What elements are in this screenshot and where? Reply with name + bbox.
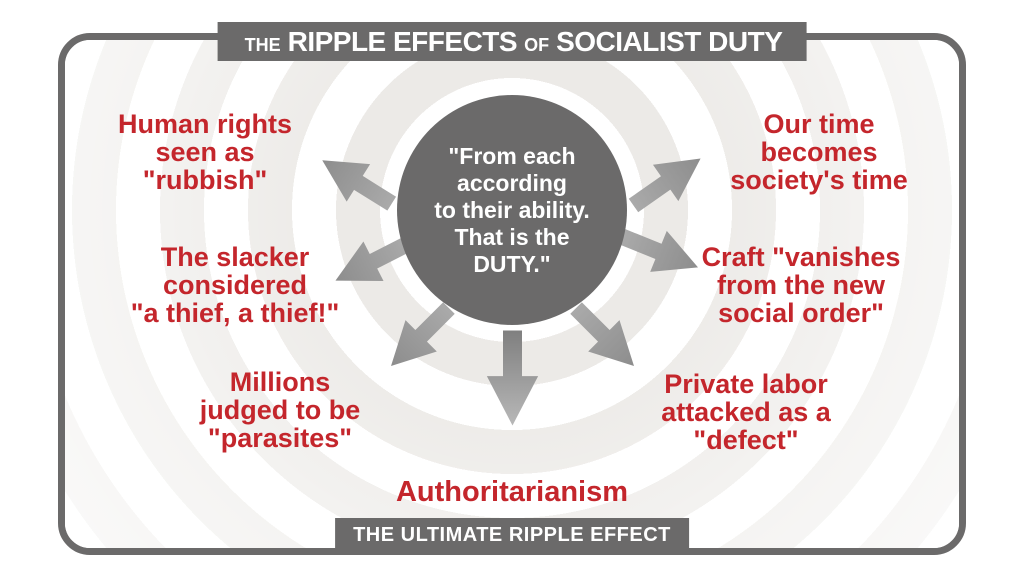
arrow-diagonal-down-right-icon <box>570 302 634 366</box>
title-the: THE <box>244 35 281 55</box>
center-circle: "From each according to their ability. T… <box>397 95 627 325</box>
effect-craft-vanishes: Craft "vanishes from the new social orde… <box>701 242 901 328</box>
effect-authoritarianism: Authoritarianism <box>395 476 629 508</box>
center-quote: "From each according to their ability. T… <box>434 142 590 277</box>
effect-human-rights: Human rights seen as "rubbish" <box>117 109 292 195</box>
diagram-card: "From each according to their ability. T… <box>58 33 966 555</box>
arrow-up-right-icon <box>628 158 701 213</box>
effect-millions-parasites: Millions judged to be "parasites" <box>199 367 361 453</box>
arrow-down-icon <box>486 330 539 426</box>
arrow-up-left-icon <box>322 160 397 211</box>
title-banner: THE RIPPLE EFFECTS OF SOCIALIST DUTY <box>217 22 807 61</box>
footer-label: THE ULTIMATE RIPPLE EFFECT <box>353 524 671 546</box>
effect-societys-time: Our time becomes society's time <box>730 109 908 195</box>
effect-slacker-thief: The slacker considered "a thief, a thief… <box>130 242 340 328</box>
effect-private-labor: Private labor attacked as a "defect" <box>661 369 831 455</box>
arrow-right-icon <box>618 229 699 272</box>
title-socialist-duty: SOCIALIST DUTY <box>556 26 783 57</box>
footer-banner: THE ULTIMATE RIPPLE EFFECT <box>335 518 689 552</box>
title-of: OF <box>524 35 550 55</box>
arrow-down-left-icon <box>335 236 413 281</box>
title-ripple-effects: RIPPLE EFFECTS <box>287 26 518 57</box>
arrow-diagonal-down-left-icon <box>391 302 455 366</box>
